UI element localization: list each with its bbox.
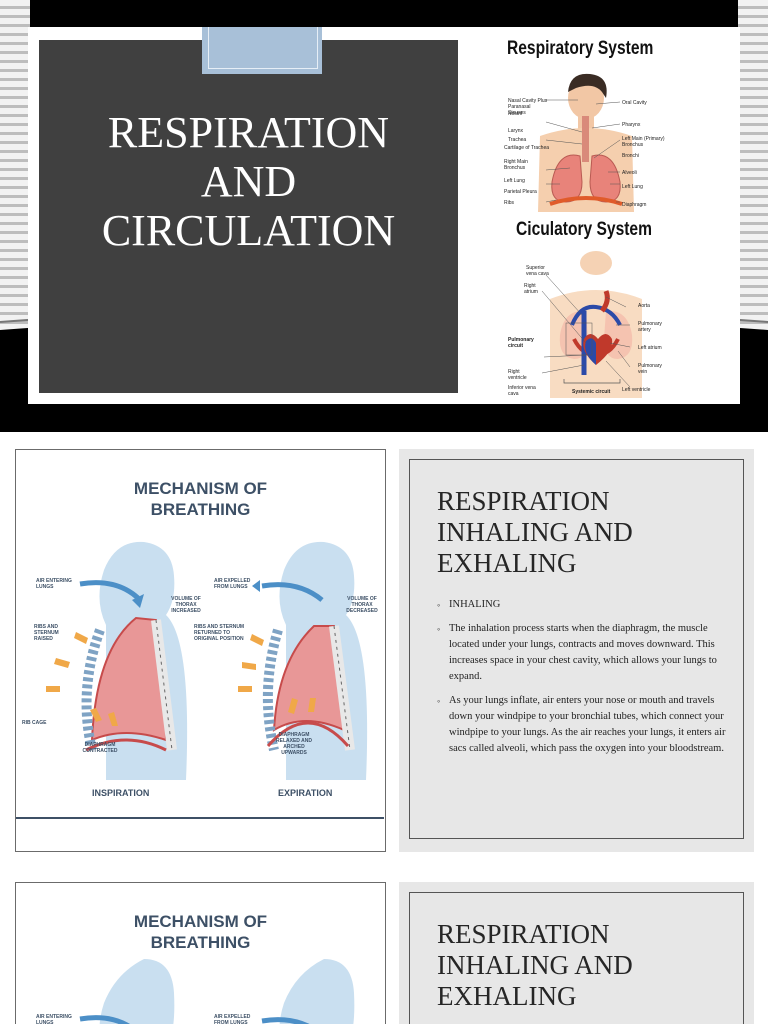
circ-label-right-2: Left atrium — [638, 345, 662, 351]
circ-label-right-4: Left ventricle — [622, 387, 651, 393]
mechanism-title-line2: BREATHING — [150, 933, 251, 952]
circ-label-right-3: Pulmonary vein — [638, 363, 662, 375]
title-panel: RESPIRATION AND CIRCULATION — [39, 27, 458, 393]
resp-label-right-6: Diaphragm — [622, 202, 647, 208]
slide-1[interactable]: RESPIRATION AND CIRCULATION Respiratory … — [28, 27, 740, 404]
bullet-item: The inhalation process starts when the d… — [437, 621, 727, 685]
respiratory-diagram-title: Respiratory System — [507, 38, 654, 59]
inspiration-air-label: AIR ENTERING LUNGS — [36, 578, 72, 590]
circulatory-system-diagram: Ciculatory System — [502, 215, 667, 398]
respiration-bullet-list: INHALING The inhalation process starts w… — [437, 597, 727, 765]
resp-label-left-4: Cartilage of Trachea — [504, 145, 550, 151]
resp-label-right-2: Left Main (Primary) Bronchus — [622, 136, 665, 148]
resp-label-left-0: Nasal Cavity Plus Paranasal Sinuses — [508, 98, 548, 116]
resp-label-right-0: Oral Cavity — [622, 100, 647, 106]
mechanism-of-breathing-card-2[interactable]: MECHANISM OF BREATHING AIR ENTERING LUNG… — [15, 882, 386, 1024]
resp-label-right-1: Pharynx — [622, 122, 641, 128]
circulatory-illustration — [541, 251, 642, 398]
circ-label-left-2: Pulmonary circuit — [508, 337, 534, 349]
circ-label-left-4: Inferior vena cava — [508, 385, 536, 397]
inspiration-volume-label: VOLUME OF THORAX INCREASED — [171, 596, 201, 614]
circ-label-right-1: Pulmonary artery — [638, 321, 662, 333]
inspiration-ribcage-label: RIB CAGE — [22, 720, 47, 726]
resp-label-left-3: Trachea — [508, 137, 527, 143]
inspiration-diaphragm-label: DIAPHRAGM CONTRACTED — [82, 742, 118, 754]
text-card-border — [409, 459, 744, 839]
text-card-border — [409, 892, 744, 1024]
respiration-text-card-2[interactable]: RESPIRATION INHALING AND EXHALING — [399, 882, 754, 1024]
mechanism-title-line1: MECHANISM OF — [133, 479, 268, 498]
breathing-illustration — [79, 959, 355, 1024]
bullet-item: As your lungs inflate, air enters your n… — [437, 693, 727, 757]
resp-label-right-4: Alveoli — [622, 170, 637, 176]
respiration-text-card[interactable]: RESPIRATION INHALING AND EXHALING INHALI… — [399, 449, 754, 852]
inspiration-ribs-label: RIBS AND STERNUM RAISED — [34, 624, 59, 642]
resp-label-right-5: Left Lung — [622, 184, 643, 190]
inspiration-caption: INSPIRATION — [92, 788, 150, 798]
expiration-air-label: AIR EXPELLED FROM LUNGS — [214, 1014, 251, 1024]
respiratory-system-diagram: Respiratory System N — [498, 32, 668, 212]
resp-label-left-8: Ribs — [504, 200, 515, 206]
resp-label-left-6: Left Lung — [504, 178, 525, 184]
respiration-heading: RESPIRATION INHALING AND EXHALING — [437, 919, 633, 1011]
expiration-diaphragm-label: DIAPHRAGM RELAXED AND ARCHED UPWARDS — [276, 732, 312, 756]
circ-label-left-0: Superior vena cava — [526, 265, 549, 277]
inspiration-air-label: AIR ENTERING LUNGS — [36, 1014, 72, 1024]
circ-label-left-3: Right ventricle — [508, 369, 527, 381]
respiration-heading: RESPIRATION INHALING AND EXHALING — [437, 486, 633, 578]
expiration-volume-label: VOLUME OF THORAX DECREASED — [346, 596, 378, 614]
resp-label-left-2: Larynx — [508, 128, 524, 134]
breathing-illustration — [16, 541, 384, 819]
bullet-item: INHALING — [437, 597, 727, 613]
respiratory-illustration — [538, 73, 634, 212]
expiration-ribs-label: RIBS AND STERNUM RETURNED TO ORIGINAL PO… — [194, 624, 245, 642]
resp-label-left-7: Parietal Pleura — [504, 189, 537, 195]
mechanism-title-line2: BREATHING — [150, 500, 251, 519]
slide-title: RESPIRATION AND CIRCULATION — [101, 108, 396, 255]
mechanism-title-line1: MECHANISM OF — [133, 912, 268, 931]
resp-label-left-1: Nostril — [508, 111, 523, 117]
circ-label-left-1: Right atrium — [524, 283, 538, 295]
title-accent-tab — [202, 27, 322, 74]
resp-label-right-3: Bronchi — [622, 153, 639, 159]
circ-label-bottom: Systemic circuit — [572, 389, 611, 395]
expiration-caption: EXPIRATION — [278, 788, 333, 798]
expiration-air-label: AIR EXPELLED FROM LUNGS — [214, 578, 251, 590]
resp-label-left-5: Right Main Bronchus — [504, 159, 528, 171]
circulatory-diagram-title: Ciculatory System — [516, 219, 652, 240]
mechanism-of-breathing-card[interactable]: MECHANISM OF BREATHING — [15, 449, 386, 852]
circ-label-right-0: Aorta — [638, 303, 650, 309]
